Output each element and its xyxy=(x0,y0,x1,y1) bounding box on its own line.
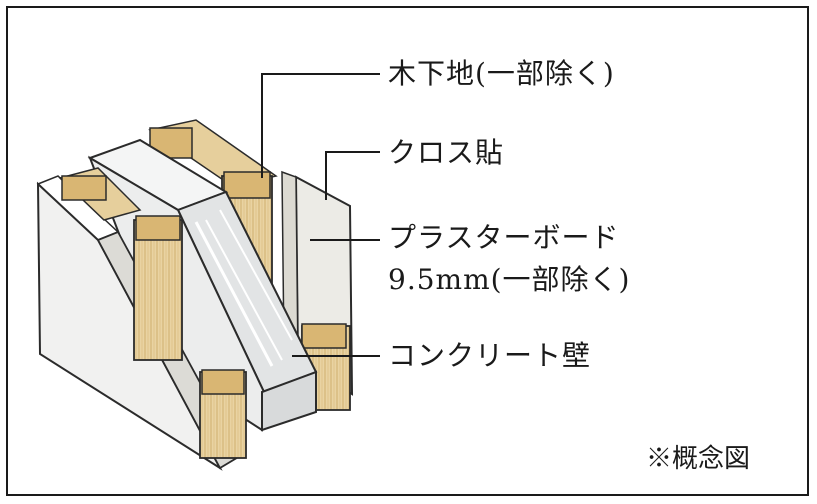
diagram-frame xyxy=(6,6,809,496)
label-plaster-board: プラスターボード xyxy=(388,221,620,254)
wood-strip-back-bottom xyxy=(301,323,351,411)
label-wood-base: 木下地(一部除く) xyxy=(388,57,615,90)
leader-cloth xyxy=(325,151,380,200)
wood-strip-front xyxy=(58,167,247,459)
concept-note: ※概念図 xyxy=(646,444,751,474)
label-cloth: クロス貼 xyxy=(388,136,505,169)
leader-lines xyxy=(261,73,380,357)
leader-wood xyxy=(261,73,380,178)
label-plaster-board-thickness: 9.5mm(一部除く) xyxy=(388,263,631,296)
label-concrete-wall: コンクリート壁 xyxy=(388,339,592,372)
